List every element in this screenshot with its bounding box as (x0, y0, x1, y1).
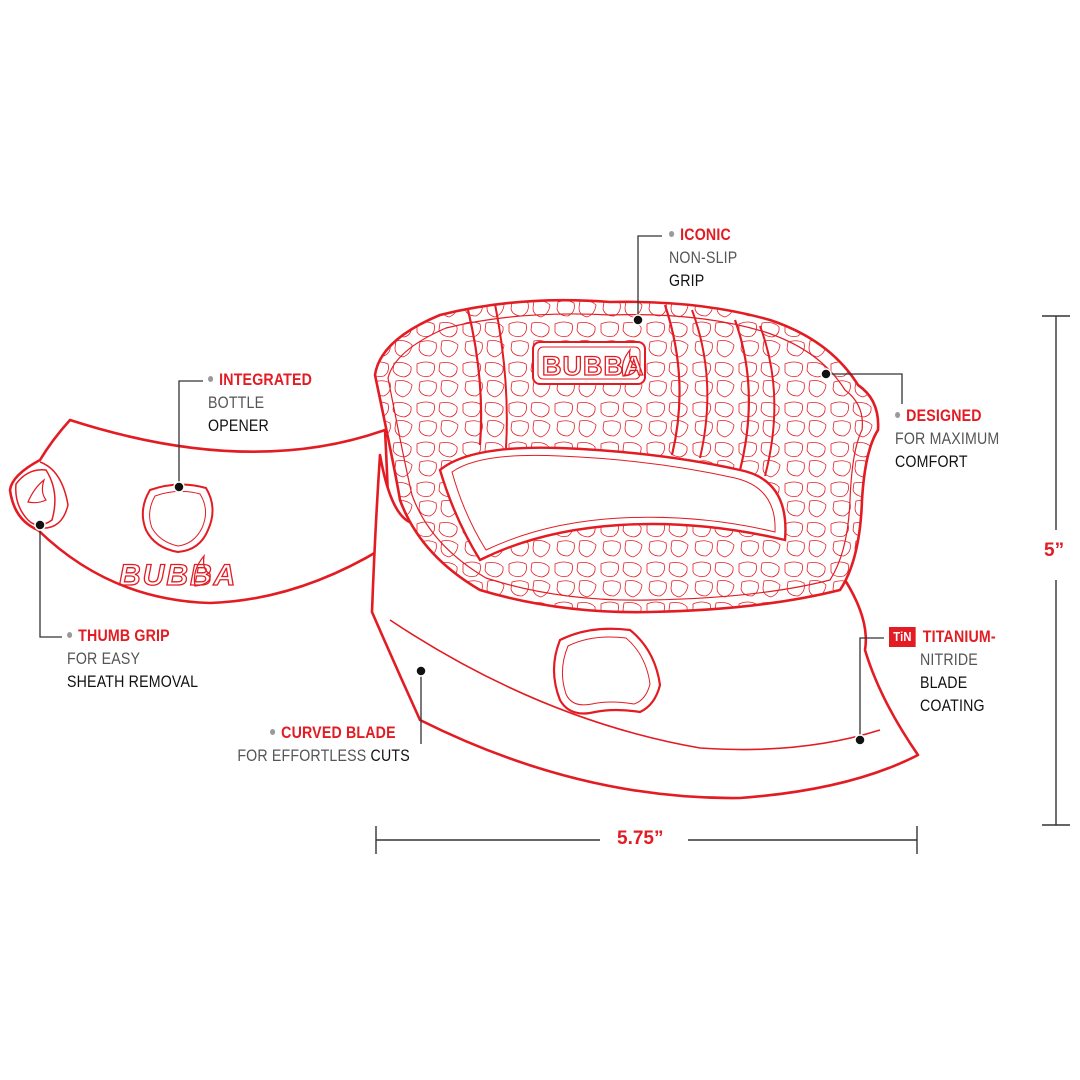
callout-line: FOR EFFORTLESS (237, 747, 367, 765)
leader-thumb (39, 525, 62, 638)
width-dimension-label: 5.75” (617, 828, 664, 849)
callout-iconic-grip: ICONIC NON-SLIP GRIP (669, 224, 737, 293)
callout-curved-blade: CURVED BLADE FOR EFFORTLESS CUTS (237, 722, 410, 768)
callout-line: COATING (919, 697, 985, 715)
callout-title: DESIGNED (906, 407, 982, 425)
callout-titanium-nitride: TiN TITANIUM- NITRIDE BLADE COATING (889, 626, 996, 718)
callout-line: OPENER (208, 417, 269, 435)
callout-designed-comfort: DESIGNED FOR MAXIMUM COMFORT (895, 405, 999, 474)
bullet-dot (208, 376, 214, 382)
callout-title: ICONIC (680, 226, 731, 244)
leader-iconic (637, 235, 662, 320)
callout-line: FOR EASY (67, 650, 141, 668)
callout-title: THUMB GRIP (78, 627, 170, 645)
sheath: BUBBA (8, 418, 390, 605)
callout-line: GRIP (669, 272, 705, 290)
sheath-logo: BUBBA (118, 553, 237, 593)
handle-inner-border (387, 313, 863, 601)
leader-lines (39, 235, 903, 744)
callout-title: TITANIUM- (922, 628, 996, 646)
leader-titanium (859, 637, 884, 740)
blade-edge-line (389, 619, 881, 751)
sheath-inner-edge (39, 461, 69, 529)
callout-line: SHEATH REMOVAL (67, 673, 199, 691)
height-dimension-label: 5” (1044, 540, 1065, 561)
bullet-dot (270, 729, 276, 735)
handle-ridge-1 (466, 309, 483, 446)
tin-badge: TiN (889, 627, 916, 647)
bullet-dot (669, 231, 675, 237)
handle-ridge-2 (663, 304, 681, 456)
callout-line: BOTTLE (208, 394, 265, 412)
bullet-dot (67, 632, 73, 638)
height-dimension-line (1042, 315, 1070, 826)
callout-line: BLADE (919, 674, 968, 692)
bullet-dot (895, 412, 901, 418)
callout-line: CUTS (370, 747, 410, 765)
handle-logo: BUBBA (532, 341, 646, 385)
callout-line: COMFORT (895, 453, 968, 471)
sheath-flame-mark (27, 478, 47, 504)
sheath-bottle-opener (141, 483, 214, 554)
handle-logo-text: BUBBA (542, 351, 645, 381)
sheath-thumb-pad (15, 469, 56, 526)
callout-title: CURVED BLADE (281, 724, 396, 742)
callout-line: FOR MAXIMUM (895, 430, 1000, 448)
callout-integrated-bottle-opener: INTEGRATED BOTTLE OPENER (208, 369, 312, 438)
ulu-knife: BUBBA (370, 298, 920, 800)
handle-ridge-3 (733, 319, 750, 471)
sheath-logo-text: BUBBA (119, 559, 237, 592)
callout-title: INTEGRATED (219, 371, 313, 389)
callout-line: NITRIDE (919, 651, 978, 669)
callout-line: NON-SLIP (669, 249, 738, 267)
handle-grip-window (438, 446, 787, 562)
callout-thumb-grip: THUMB GRIP FOR EASY SHEATH REMOVAL (67, 625, 198, 694)
width-dimension-line (375, 826, 918, 854)
leader-dots (34, 314, 866, 746)
blade-bottle-opener (552, 627, 662, 715)
leader-designed (826, 373, 903, 404)
leader-integrated (178, 380, 203, 487)
